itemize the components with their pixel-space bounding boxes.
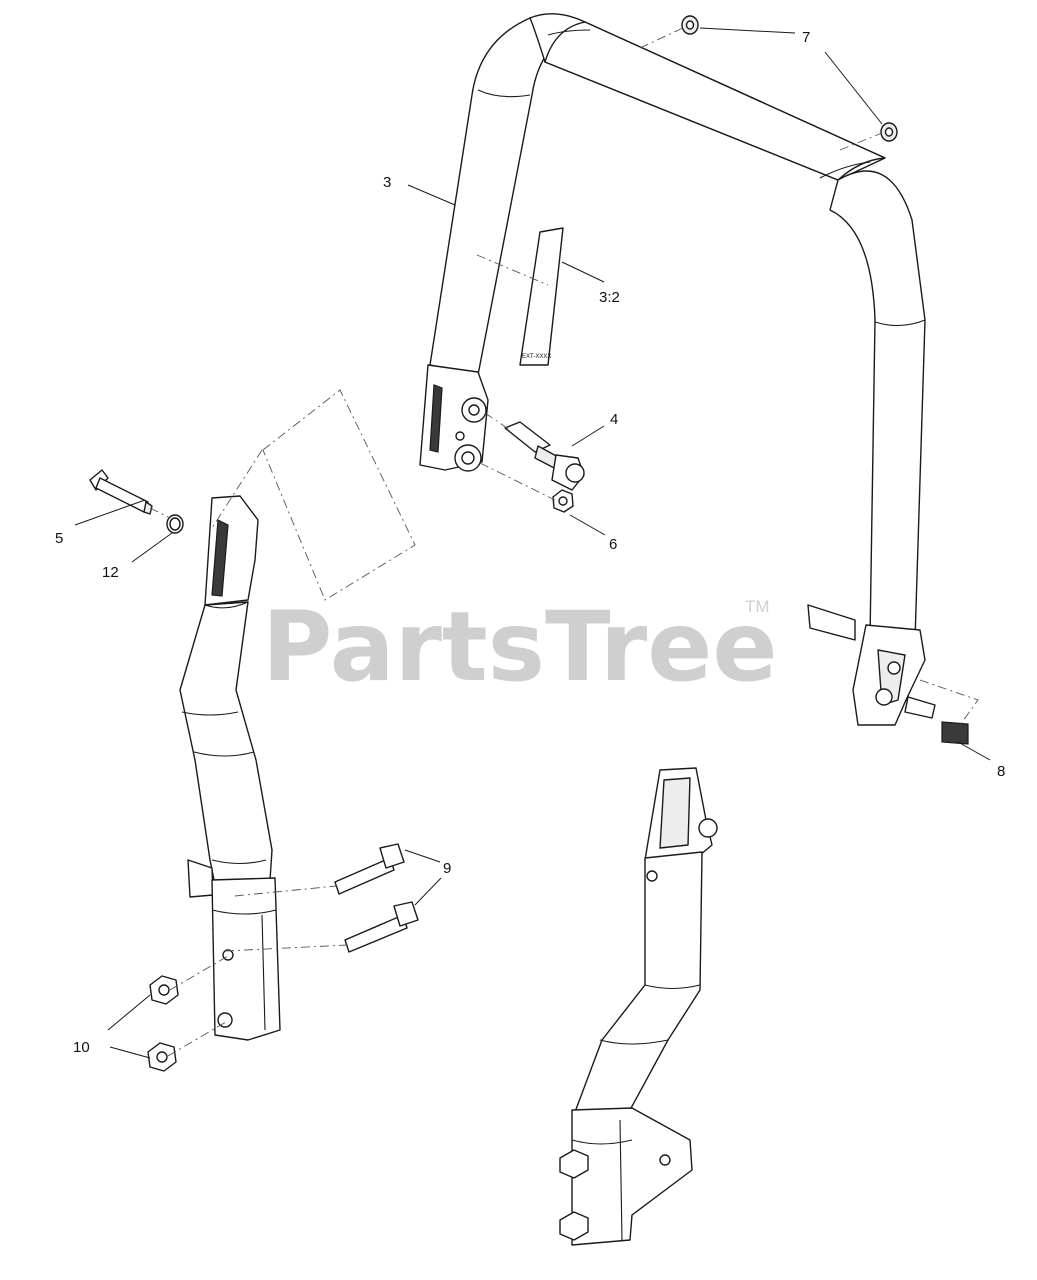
callout-9: 9 (443, 860, 451, 877)
decal-text: EXT-XXXX (522, 354, 551, 360)
pin[interactable] (504, 421, 585, 491)
lower-left-leg[interactable] (179, 495, 281, 1041)
callout-10: 10 (73, 1039, 90, 1056)
bolt-5[interactable] (89, 469, 153, 515)
upper-left-bracket[interactable] (419, 364, 489, 472)
upper-right-bracket[interactable] (807, 604, 969, 745)
lower-right-leg[interactable] (559, 767, 718, 1246)
watermark-trademark: TM (745, 597, 770, 616)
bolts-9[interactable] (334, 843, 419, 953)
leader-lines (74, 27, 991, 1059)
plugs[interactable] (681, 15, 898, 142)
callout-7: 7 (802, 29, 810, 46)
callout-12: 12 (102, 564, 119, 581)
callout-8: 8 (997, 763, 1005, 780)
callout-3: 3 (383, 174, 391, 191)
ring-12[interactable] (166, 514, 184, 534)
nut-6[interactable] (552, 489, 574, 513)
callout-6: 6 (609, 536, 617, 553)
center-lines (149, 26, 979, 1057)
callout-3-2: 3:2 (599, 289, 620, 306)
callout-labels: 3 3:2 4 5 6 7 8 9 10 12 (55, 29, 1005, 1056)
callout-5: 5 (55, 530, 63, 547)
decal[interactable]: EXT-XXXX (519, 227, 564, 366)
watermark: PartsTree TM (262, 591, 777, 703)
watermark-text: PartsTree (262, 591, 777, 703)
roll-bar-upper-hoop[interactable] (429, 13, 926, 641)
nuts-10[interactable] (147, 975, 179, 1072)
callout-4: 4 (610, 411, 618, 428)
